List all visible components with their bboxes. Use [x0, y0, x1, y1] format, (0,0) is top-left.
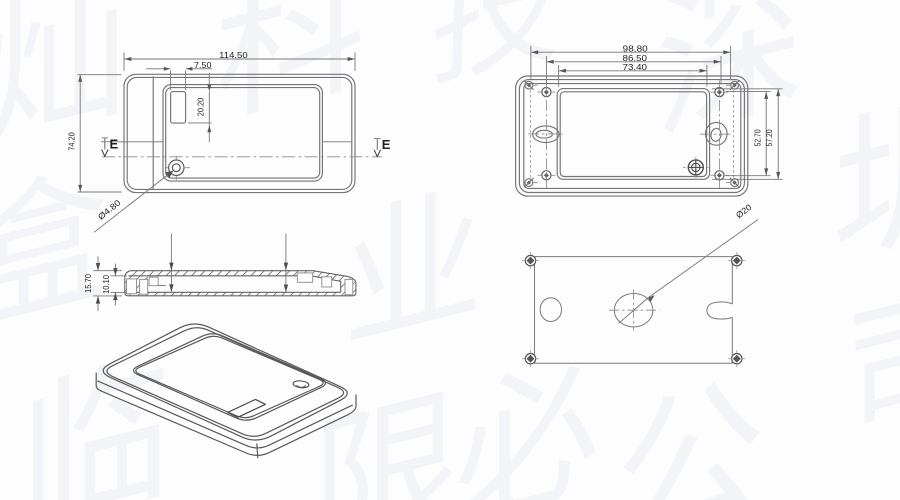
svg-text:52.70: 52.70 [753, 129, 763, 146]
svg-text:57.20: 57.20 [764, 129, 774, 146]
svg-text:业: 业 [311, 174, 501, 369]
svg-text:Ø4.80: Ø4.80 [96, 197, 123, 221]
svg-text:20.20: 20.20 [196, 98, 206, 117]
svg-text:86.50: 86.50 [623, 53, 648, 63]
svg-text:114.50: 114.50 [219, 50, 248, 60]
svg-text:7.50: 7.50 [194, 60, 212, 70]
svg-text:E: E [382, 137, 391, 152]
svg-text:Ø20: Ø20 [734, 202, 754, 220]
svg-text:圳: 圳 [798, 75, 900, 285]
svg-text:盒: 盒 [0, 153, 133, 349]
svg-text:15.70: 15.70 [83, 274, 93, 293]
svg-text:E: E [110, 137, 119, 152]
svg-text:10.10: 10.10 [101, 275, 111, 294]
svg-text:技: 技 [403, 0, 580, 103]
svg-text:98.80: 98.80 [623, 44, 648, 54]
svg-text:司: 司 [810, 268, 900, 463]
svg-text:公: 公 [581, 362, 785, 500]
svg-text:73.40: 73.40 [623, 62, 648, 72]
svg-text:74.20: 74.20 [67, 132, 77, 151]
